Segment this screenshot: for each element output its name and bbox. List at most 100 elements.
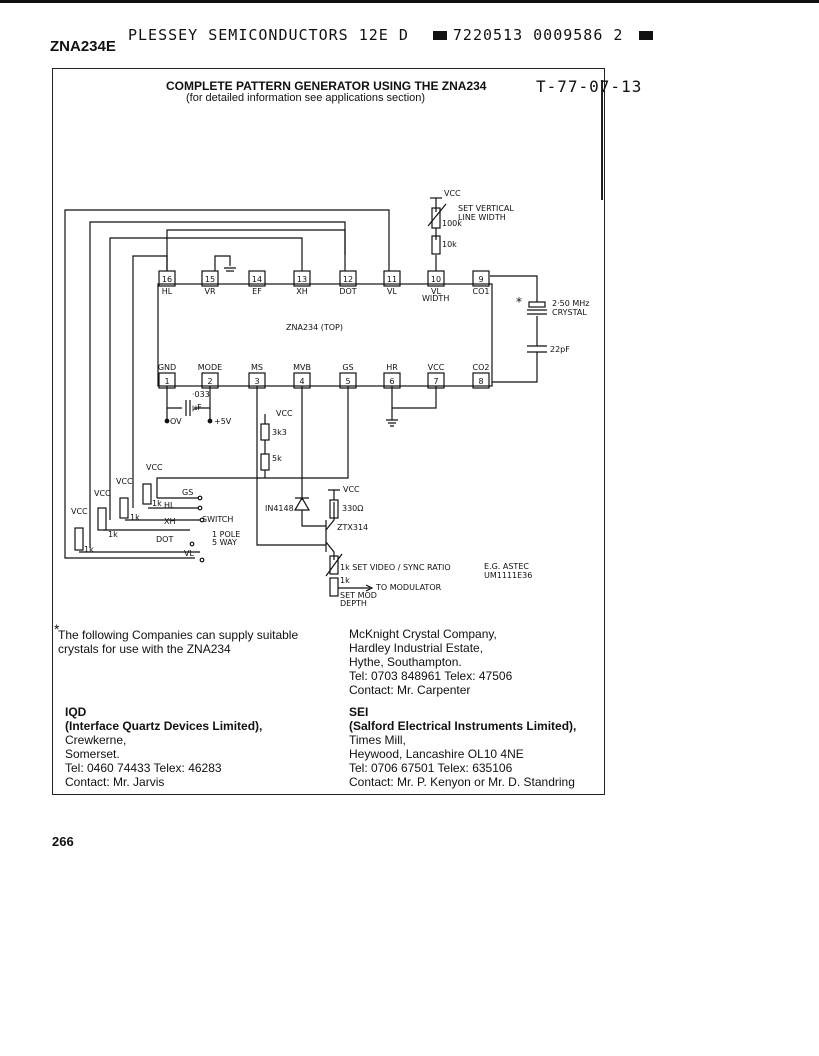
iqd-block: IQD (Interface Quartz Devices Limited), …: [65, 705, 262, 789]
wire-pin11-vl: [64, 209, 390, 559]
mcknight-line: Hardley Industrial Estate,: [349, 641, 484, 655]
resistor-1k-xh: [119, 497, 129, 519]
wire-pin13-xh: [109, 237, 303, 520]
top-pin-number: 11: [387, 275, 397, 284]
mcknight-line: Hythe, Southampton.: [349, 655, 462, 669]
top-pin-name: DOT: [339, 287, 356, 296]
r1k-label: 1k: [108, 530, 118, 539]
top-pin-name: VL: [431, 287, 441, 296]
switch-contact: [197, 495, 203, 501]
capacitor-033-icon: [185, 400, 191, 416]
sei-title: SEI: [349, 705, 369, 719]
figure-subtitle: (for detailed information see applicatio…: [186, 92, 426, 104]
resistor-5k: [260, 453, 270, 471]
iqd-line: Tel: 0460 74433 Telex: 46283: [65, 761, 222, 775]
top-pin-box: [339, 270, 357, 287]
top-rule: [0, 0, 819, 3]
dot-label: DOT: [156, 535, 173, 544]
arrow-icon: [365, 584, 374, 592]
top-pin-number: 9: [478, 275, 483, 284]
vcc-label: VCC: [444, 189, 461, 198]
note-intro-text: The following Companies can supply suita…: [58, 628, 299, 656]
bottom-pin-number: 4: [299, 377, 304, 386]
bottom-pin-number: 1: [164, 377, 169, 386]
iqd-line: Crewkerne,: [65, 733, 127, 747]
figure-frame: [52, 68, 605, 795]
mcknight-block: McKnight Crystal Company, Hardley Indust…: [349, 627, 512, 697]
bottom-pin-name: MODE: [198, 363, 222, 372]
switch-label: SWITCH: [202, 515, 233, 524]
code-marker-line: [601, 80, 603, 200]
r1k-label: 1k: [340, 576, 350, 585]
switch-contact: [199, 517, 205, 523]
mcknight-line: McKnight Crystal Company,: [349, 627, 497, 641]
bottom-pin-number: 5: [345, 377, 350, 386]
mcknight-line: Tel: 0703 848961 Telex: 47506: [349, 669, 513, 683]
top-pin-box: [383, 270, 401, 287]
wire-diode: [301, 510, 326, 527]
top-pin-box: [248, 270, 266, 287]
capuf-label: μF: [192, 403, 202, 412]
top-pin-number: 13: [297, 275, 307, 284]
resistor-1k-dot: [97, 507, 107, 531]
barcode-text: 7220513 0009586 2: [452, 26, 624, 44]
crystal-label: CRYSTAL: [552, 308, 587, 317]
top-pin-number: 16: [162, 275, 172, 284]
header-line: PLESSEY SEMICONDUCTORS 12E D 7220513 000…: [128, 26, 654, 44]
top-pin-name: CO1: [473, 287, 490, 296]
bottom-pin-number: 3: [254, 377, 259, 386]
vl-label: VL: [184, 549, 194, 558]
mcknight-line: Contact: Mr. Carpenter: [349, 683, 471, 697]
capacitor-icon: [527, 309, 547, 353]
ov-label: OV: [170, 417, 182, 426]
wire-switch-bank: [79, 497, 200, 553]
bottom-pin-number: 2: [207, 377, 212, 386]
bottom-pin-name: CO2: [473, 363, 490, 372]
um-label: UM1111E36: [484, 571, 532, 580]
line-width-label: LINE WIDTH: [458, 213, 506, 222]
node-ov: [164, 418, 170, 424]
barcode-block-icon: [432, 31, 447, 40]
wire-pin16-bus: [166, 229, 346, 271]
vcc-label: VCC: [94, 489, 111, 498]
top-pin-number: 10: [431, 275, 441, 284]
vcc-label: VCC: [343, 485, 360, 494]
switch-contact: [197, 505, 203, 511]
r1k-label: 1k: [152, 499, 162, 508]
note-intro: * The following Companies can supply sui…: [54, 622, 328, 656]
wire-gs: [156, 386, 349, 498]
resistor-100k: [431, 207, 441, 229]
top-pin-box: [201, 270, 219, 287]
r100k-label: 100k: [442, 219, 462, 228]
barcode-end-block-icon: [639, 31, 654, 40]
transistor-icon: [325, 502, 335, 560]
set-vertical-label: SET VERTICAL: [458, 204, 514, 213]
pole-label: 1 POLE: [212, 530, 240, 539]
wire-pin15-gnd: [214, 255, 231, 271]
bottom-pin-number: 7: [433, 377, 438, 386]
hl-label: HL: [164, 501, 175, 510]
way-label: 5 WAY: [212, 538, 237, 547]
resistor-3k3: [260, 423, 270, 441]
resistor-1k-vl: [74, 527, 84, 551]
bottom-pin-name: VCC: [428, 363, 445, 372]
r1k-label: 1k: [84, 545, 94, 554]
set-ratio-label: 1k SET VIDEO / SYNC RATIO: [340, 563, 451, 572]
top-pin-name: HL: [162, 287, 173, 296]
r330-label: 330Ω: [342, 504, 363, 513]
top-pin-number: 12: [343, 275, 353, 284]
bottom-pin-number: 6: [389, 377, 394, 386]
bottom-pin-name: HR: [386, 363, 398, 372]
variable-arrow-icon: [427, 203, 447, 227]
resistor-mod: [329, 577, 339, 597]
wire-crystal: [490, 275, 538, 383]
manufacturer-line: PLESSEY SEMICONDUCTORS 12E D: [128, 26, 409, 44]
gs-label: GS: [182, 488, 193, 497]
r10k-label: 10k: [442, 240, 457, 249]
sei-line: Heywood, Lancashire OL10 4NE: [349, 747, 524, 761]
node-5v: [207, 418, 213, 424]
depth-label: DEPTH: [340, 599, 367, 608]
top-pin-name: XH: [296, 287, 308, 296]
vcc-label: VCC: [116, 477, 133, 486]
sei-line: Times Mill,: [349, 733, 406, 747]
